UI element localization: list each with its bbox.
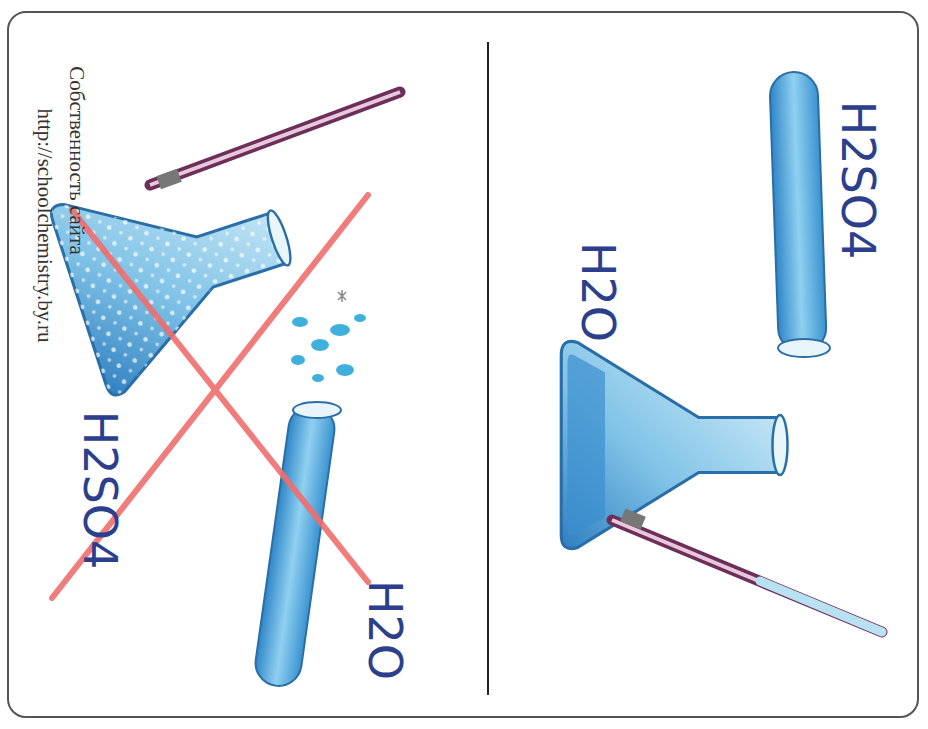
glass-rod <box>612 508 882 632</box>
acid-flask <box>49 141 317 397</box>
acid-test-tube <box>769 71 830 357</box>
card-frame <box>8 12 918 717</box>
formula-label: H2O <box>571 242 625 342</box>
water-test-tube <box>253 402 341 689</box>
glass-rod <box>150 92 400 189</box>
watermark: http://schoolchemistry.by.ru <box>32 108 57 342</box>
formula-label: H2SO4 <box>73 411 127 570</box>
cross-out <box>52 195 368 598</box>
splashes <box>291 290 366 382</box>
divider <box>487 42 489 695</box>
formula-label: H2SO4 <box>831 101 885 260</box>
watermark: Собственность сайта <box>64 66 89 255</box>
water-flask <box>561 341 787 548</box>
formula-label: H2O <box>358 580 412 680</box>
